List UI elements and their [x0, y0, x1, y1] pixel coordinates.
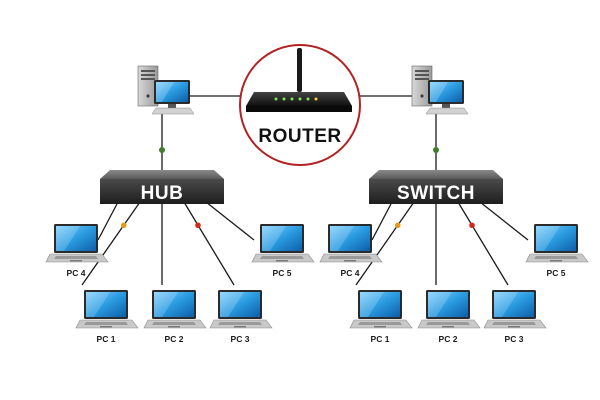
pc-node: PC 2 [417, 289, 481, 344]
connector-dot-right [433, 147, 439, 153]
link-line [479, 201, 529, 241]
pc-node: PC 2 [143, 289, 207, 344]
desktop-server-icon [137, 65, 195, 115]
laptop-icon [209, 289, 273, 329]
laptop-icon [417, 289, 481, 329]
pc-node: PC 4 [45, 223, 109, 278]
switch-network: SWITCH PC 4 PC 1 PC 2 PC 3 PC 5 [319, 170, 589, 344]
laptop-icon [143, 289, 207, 329]
pc-label: PC 5 [273, 268, 292, 278]
connector-dot [120, 222, 127, 229]
connector-dot [469, 222, 475, 229]
laptop-icon [483, 289, 547, 329]
laptop-icon [45, 223, 109, 263]
hub-label: HUB [141, 183, 184, 204]
hub-box-top [100, 170, 224, 179]
link-line [457, 201, 509, 286]
laptop-icon [349, 289, 413, 329]
pc-node: PC 4 [319, 223, 383, 278]
switch-box-top [369, 170, 503, 179]
backbone-links [161, 95, 437, 170]
hub-device: HUB [100, 170, 224, 204]
link-line [355, 201, 415, 286]
pc-label: PC 2 [165, 334, 184, 344]
pc-label: PC 1 [97, 334, 116, 344]
pc-node: PC 3 [483, 289, 547, 344]
link-line [97, 201, 119, 241]
link-line [183, 201, 235, 286]
link-line [371, 201, 393, 241]
switch-device: SWITCH [369, 170, 503, 204]
pc-node: PC 3 [209, 289, 273, 344]
laptop-icon [319, 223, 383, 263]
pc-node: PC 1 [349, 289, 413, 344]
link-line [81, 201, 141, 286]
pc-label: PC 1 [371, 334, 390, 344]
connector-dot [195, 222, 201, 229]
laptop-icon [525, 223, 589, 263]
pc-label: PC 4 [341, 268, 360, 278]
hub-box-front [100, 179, 224, 204]
pc-node: PC 5 [251, 223, 315, 278]
pc-node: PC 1 [75, 289, 139, 344]
laptop-icon [75, 289, 139, 329]
laptop-icon [251, 223, 315, 263]
router-node: ROUTER [239, 44, 361, 166]
pc-label: PC 3 [505, 334, 524, 344]
pc-label: PC 5 [547, 268, 566, 278]
wireless-router-icon [246, 48, 352, 112]
link-line [205, 201, 255, 241]
pc-label: PC 2 [439, 334, 458, 344]
hub-network: HUB PC 4 PC 1 PC 2 PC 3 PC 5 [45, 170, 315, 344]
switch-box-front [369, 179, 503, 204]
pc-label: PC 3 [231, 334, 250, 344]
connector-dot [394, 222, 401, 229]
connector-dot-left [159, 147, 165, 153]
pc-label: PC 4 [67, 268, 86, 278]
router-label: ROUTER [258, 126, 341, 147]
desktop-server-icon [411, 65, 469, 115]
switch-label: SWITCH [397, 183, 475, 204]
pc-node: PC 5 [525, 223, 589, 278]
